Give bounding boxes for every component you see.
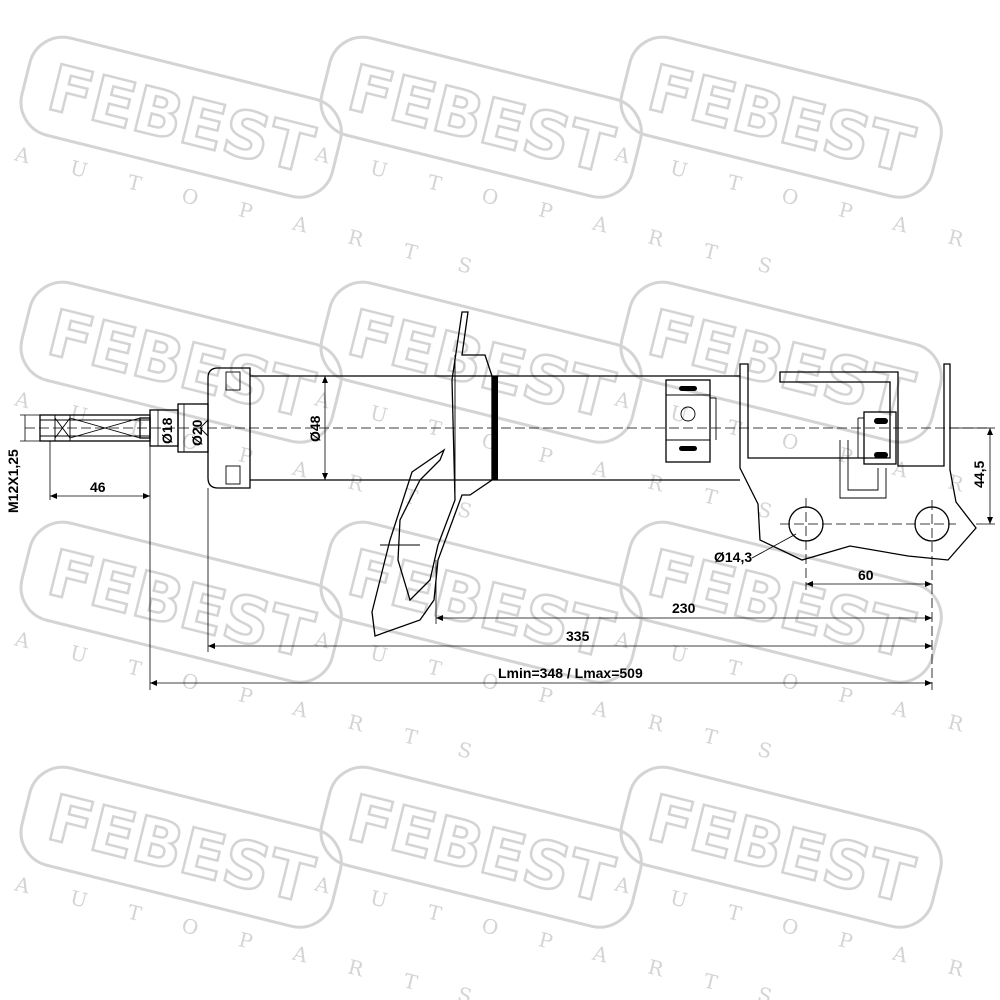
body-length-label: 335 bbox=[566, 628, 590, 644]
length-to-bracket-label: 230 bbox=[672, 600, 696, 616]
threaded-stud bbox=[39, 414, 151, 442]
top-cap bbox=[199, 367, 251, 489]
brake-line-bracket bbox=[665, 379, 717, 463]
bracket-offset-label: 44,5 bbox=[971, 461, 987, 488]
body-dia-label: Ø48 bbox=[307, 415, 323, 442]
dimension-lines bbox=[20, 376, 995, 690]
dimension-labels: M12X1,25 46 Ø18 Ø20 Ø48 44,5 Ø14,3 60 23… bbox=[5, 415, 987, 681]
spring-seat bbox=[371, 311, 493, 637]
knuckle-bracket bbox=[739, 363, 977, 690]
hole-spacing-label: 60 bbox=[858, 567, 874, 583]
thread-label: M12X1,25 bbox=[5, 449, 21, 513]
rod-dia-large-label: Ø20 bbox=[189, 419, 205, 446]
rod-dia-small-label: Ø18 bbox=[159, 417, 175, 444]
total-length-label: Lmin=348 / Lmax=509 bbox=[498, 665, 643, 681]
shock-body bbox=[250, 375, 740, 481]
hole-dia-label: Ø14,3 bbox=[714, 549, 752, 565]
rod-stub-length-label: 46 bbox=[90, 479, 106, 495]
